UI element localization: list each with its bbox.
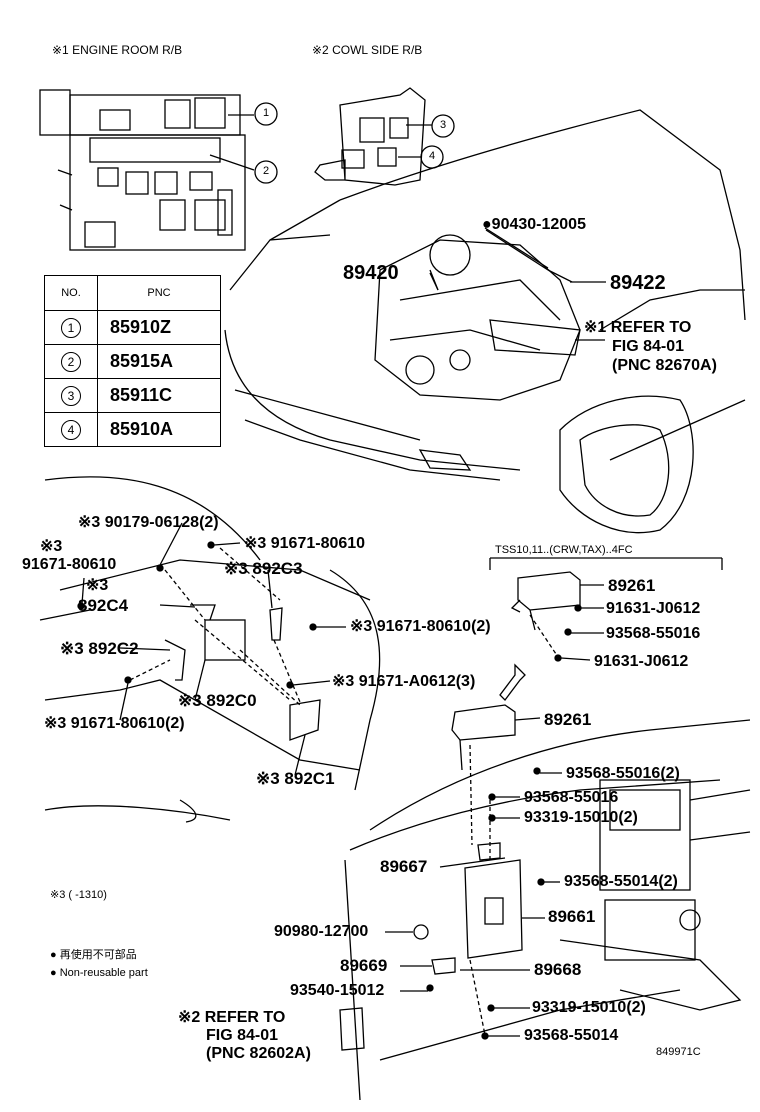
refer-note-1-line2: FIG 84-01: [612, 338, 685, 355]
callout-2: 2: [263, 165, 270, 177]
leader-lines: [81, 229, 606, 776]
cowl-side-relay-box: [314, 87, 432, 186]
callout-1: 1: [263, 107, 270, 119]
refer-note-2-line1: ※2 REFER TO: [178, 1009, 286, 1026]
car-front-outline: [224, 109, 746, 534]
row-pnc: 85910A: [97, 412, 221, 447]
refer-note-1-line1: ※1 REFER TO: [584, 319, 692, 336]
row-pnc: 85910Z: [97, 310, 221, 345]
row-number: 1: [61, 317, 81, 338]
label-93568-55014: 93568-55014: [524, 1027, 619, 1044]
front-bumper-outline: [39, 476, 381, 823]
row-pnc: 85911C: [97, 378, 221, 413]
label-93568-55016-a: 93568-55016: [606, 625, 701, 642]
callout-3-circle: [431, 114, 455, 138]
table-row: 1 85910Z: [44, 310, 221, 345]
label-892c0: ※3 892C0: [178, 691, 257, 710]
label-89668: 89668: [534, 960, 582, 979]
refer-note-2-line2: FIG 84-01: [206, 1027, 279, 1044]
label-93540-15012: 93540-15012: [290, 982, 385, 999]
label-90430-12005: ●90430-12005: [482, 216, 586, 233]
label-892c4-mark: ※3: [86, 577, 109, 594]
tss-detail-box: [489, 557, 723, 701]
label-91671-80610-left-mark: ※3: [40, 538, 63, 555]
model-range-note: ※3 ( -1310): [50, 889, 107, 901]
callout-3: 3: [440, 119, 447, 131]
engine-room-rb-header: ※1 ENGINE ROOM R/B: [52, 43, 183, 57]
label-93568-55016-2: 93568-55016(2): [566, 765, 680, 782]
table-row: 3 85911C: [44, 378, 221, 413]
row-number: 4: [61, 419, 81, 440]
row-pnc: 85915A: [97, 344, 221, 379]
label-91671-80610-2-left: ※3 91671-80610(2): [44, 715, 185, 732]
table-header-no: NO.: [44, 275, 98, 311]
non-reusable-note-jp: ● 再使用不可部品: [50, 949, 137, 961]
label-89667: 89667: [380, 857, 428, 876]
label-93319-15010-2-bottom: 93319-15010(2): [532, 999, 646, 1016]
label-89669: 89669: [340, 956, 388, 975]
label-89261-bottom: 89261: [544, 710, 592, 729]
refer-note-1-line3: (PNC 82670A): [612, 357, 717, 374]
label-892c2: ※3 892C2: [60, 639, 139, 658]
label-90179-06128: ※3 90179-06128(2): [78, 514, 219, 531]
refer-note-2-line3: (PNC 82602A): [206, 1045, 311, 1062]
non-reusable-note-en: ● Non-reusable part: [50, 967, 148, 979]
pnc-table: NO. PNC 1 85910Z 2 85915A 3 85911C 4 859…: [44, 275, 221, 447]
label-91671-80610-top: ※3 91671-80610: [244, 535, 366, 552]
label-89261-top: 89261: [608, 576, 656, 595]
label-91631-j0612-a: 91631-J0612: [606, 600, 701, 617]
label-892c1: ※3 892C1: [256, 769, 335, 788]
figure-number: 849971C: [656, 1046, 701, 1058]
engine-assembly: [374, 227, 581, 401]
label-91671-a0612: ※3 91671-A0612(3): [332, 673, 476, 690]
cowl-side-rb-header: ※2 COWL SIDE R/B: [312, 43, 423, 57]
label-93319-15010-2-top: 93319-15010(2): [524, 809, 638, 826]
label-93568-55016: 93568-55016: [524, 789, 619, 806]
label-892c3: ※3 892C3: [224, 559, 303, 578]
label-892c4: 892C4: [78, 596, 129, 615]
callout-4: 4: [429, 150, 436, 162]
label-89422: 89422: [610, 272, 666, 294]
callout-1-circle: [254, 102, 278, 126]
table-header-pnc: PNC: [97, 275, 221, 311]
table-row: 4 85910A: [44, 412, 221, 447]
callout-2-circle: [254, 160, 278, 184]
row-number: 3: [61, 385, 81, 406]
label-90980-12700: 90980-12700: [274, 923, 369, 940]
row-number: 2: [61, 351, 81, 372]
dashboard-outline: [344, 719, 751, 1101]
tss-header: TSS10,11..(CRW,TAX)..4FC: [495, 544, 633, 556]
label-89420: 89420: [343, 262, 399, 284]
label-91631-j0612-b: 91631-J0612: [594, 653, 689, 670]
label-91671-80610-2-right: ※3 91671-80610(2): [350, 618, 491, 635]
ecu-assembly: [339, 704, 562, 1051]
label-91671-80610-left: 91671-80610: [22, 556, 117, 573]
table-row: 2 85915A: [44, 344, 221, 379]
label-89661: 89661: [548, 907, 596, 926]
label-93568-55014-2: 93568-55014(2): [564, 873, 678, 890]
engine-room-relay-box: [39, 89, 255, 251]
